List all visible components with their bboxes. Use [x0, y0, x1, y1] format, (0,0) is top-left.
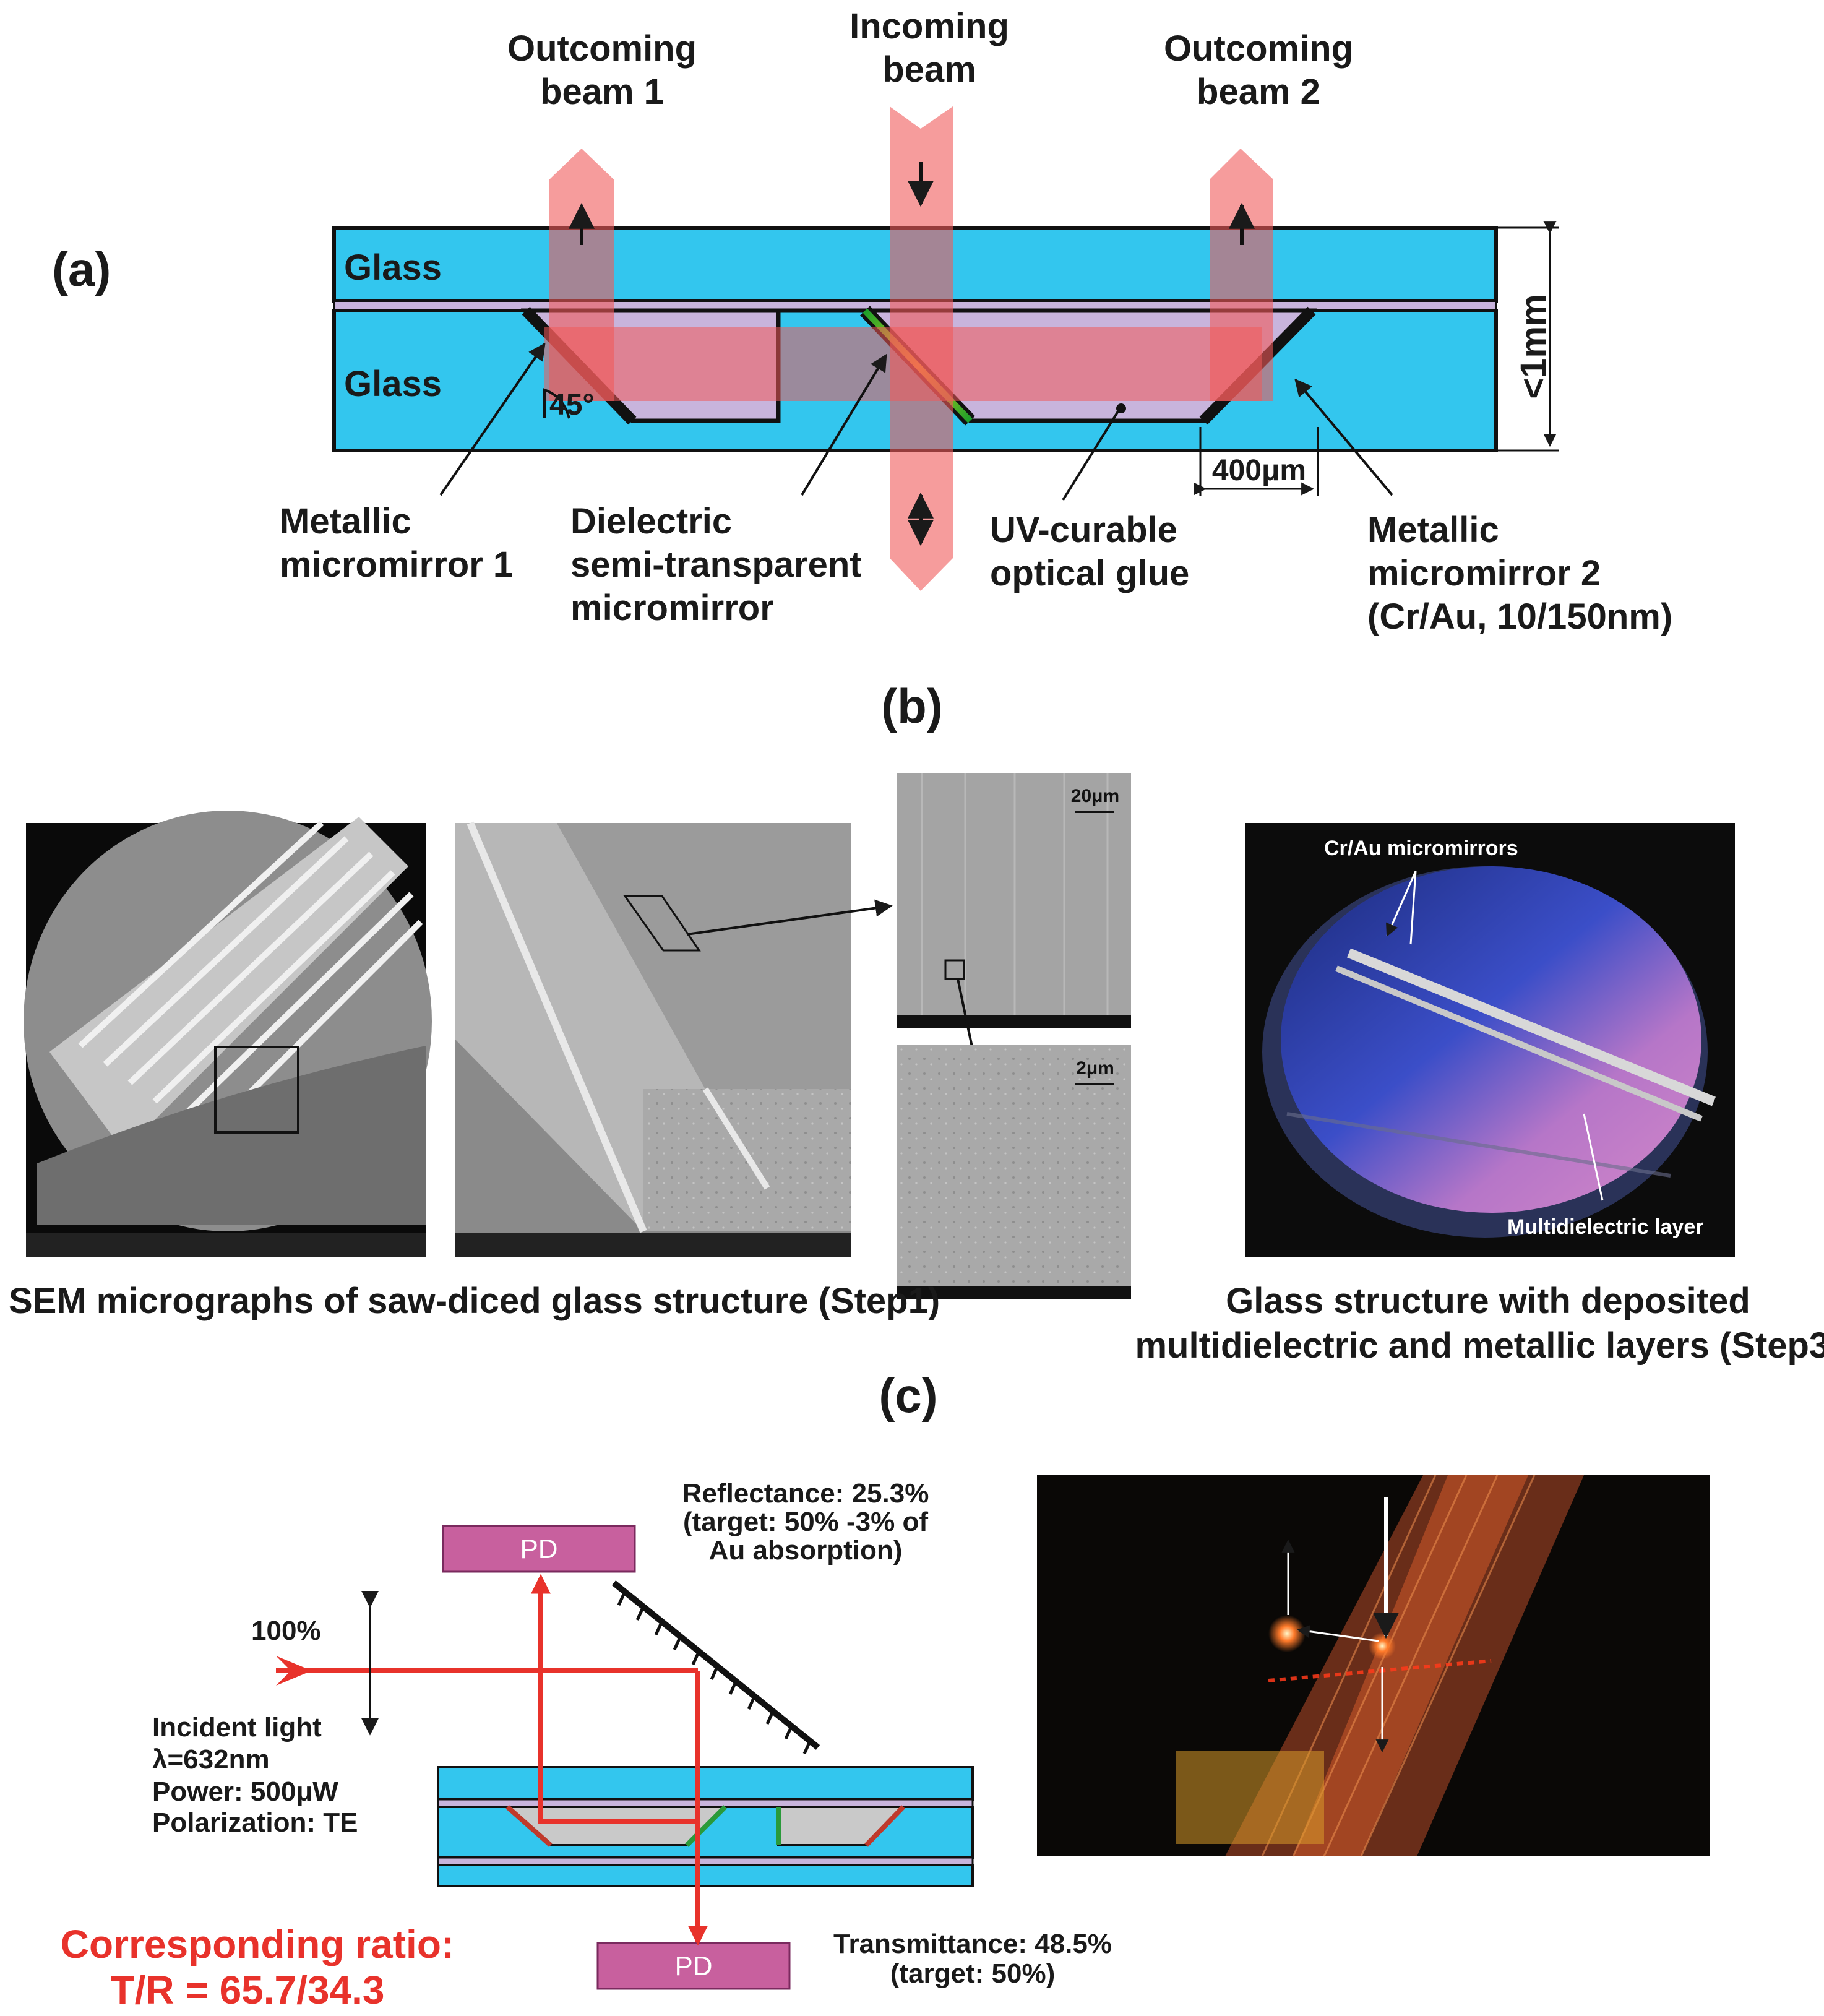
- glue-point: [1116, 403, 1126, 413]
- pd-bottom-label: PD: [674, 1951, 712, 1981]
- incoming-beam-line-2: beam: [882, 50, 976, 90]
- reflectance-line-2: (target: 50% -3% of: [683, 1507, 928, 1537]
- sem-image-2: [455, 821, 893, 1257]
- pointer-dielectric: [801, 353, 887, 496]
- polarizer-hatching: [617, 1590, 812, 1755]
- metallic-mirror-2-line-3: (Cr/Au, 10/150nm): [1367, 597, 1672, 637]
- photo-pointer-3: [1583, 1113, 1604, 1201]
- metallic-mirror-2-line-2: micromirror 2: [1367, 553, 1601, 593]
- photodetector-top: [442, 1525, 636, 1573]
- incoming-beam-line-1: Incoming: [850, 6, 1009, 46]
- ratio-line-1: Corresponding ratio:: [61, 1922, 454, 1966]
- pointer-glue: [1062, 407, 1121, 501]
- metallic-mirror-1-line-2: micromirror 1: [280, 545, 513, 585]
- panel-a: (a) Glass Glass Outcom: [52, 6, 1672, 637]
- incident-line-1: Incident light: [152, 1712, 322, 1742]
- angle-label: 45°: [549, 389, 595, 421]
- glue-line-2: optical glue: [990, 553, 1189, 593]
- incident-line-4: Polarization: TE: [152, 1807, 358, 1838]
- light-paths: [276, 1574, 708, 1946]
- panel-b-label: (b): [881, 679, 943, 733]
- panel-c-label: (c): [879, 1368, 937, 1423]
- sem-zoom-arrow: [686, 899, 893, 936]
- pointer-mirror-1: [439, 342, 546, 496]
- photo-pointer-2: [1409, 871, 1417, 945]
- experiment-photo: [1037, 1475, 1710, 1857]
- dielectric-line-2: semi-transparent: [570, 545, 862, 585]
- photodetector-bottom: [596, 1942, 791, 1990]
- width-label: 400μm: [1212, 454, 1306, 487]
- incoming-beam: [890, 106, 953, 591]
- photo-caption-line-1: Glass structure with deposited: [1226, 1281, 1750, 1321]
- reflectance-line-3: Au absorption): [709, 1535, 903, 1566]
- sem-zoom-20um: 20μm: [897, 773, 1131, 1028]
- polarizer-plate: [611, 1580, 820, 1750]
- transmittance-line-2: (target: 50%): [890, 1958, 1056, 1989]
- sem-caption: SEM micrographs of saw-diced glass struc…: [9, 1281, 940, 1321]
- incident-beam-arrowhead: [276, 1656, 312, 1686]
- scale-2um-label: 2μm: [1076, 1058, 1114, 1079]
- outcoming-beam-2-line-1: Outcoming: [1164, 28, 1353, 69]
- glue-line-1: UV-curable: [990, 510, 1177, 550]
- outcoming-beam-2: [1210, 149, 1273, 401]
- device-cross-section: [437, 1766, 974, 1887]
- wafer-photo: Cr/Au micromirrors Multidielectric layer: [1245, 823, 1735, 1257]
- sem-zoom-2um: 2μm: [897, 1045, 1131, 1299]
- metallic-mirror-2-line-1: Metallic: [1367, 510, 1499, 550]
- incident-line-3: Power: 500μW: [152, 1777, 338, 1807]
- transmittance-line-1: Transmittance: 48.5%: [833, 1929, 1112, 1959]
- panel-c: (c) PD PD: [61, 1368, 1710, 2012]
- sem-2-zoom-box: [623, 895, 701, 952]
- input-percent: 100%: [251, 1616, 321, 1646]
- outcoming-beam-1-line-1: Outcoming: [507, 28, 697, 69]
- ratio-line-2: T/R = 65.7/34.3: [111, 1968, 385, 2012]
- photo-label-top: Cr/Au micromirrors: [1324, 837, 1518, 860]
- photo-label-bottom: Multidielectric layer: [1507, 1215, 1703, 1239]
- photo-caption-line-2: multidielectric and metallic layers (Ste…: [1135, 1325, 1824, 1366]
- panel-a-label: (a): [52, 242, 111, 296]
- glass-top-label: Glass: [344, 248, 442, 288]
- dielectric-line-1: Dielectric: [570, 501, 732, 541]
- outcoming-beam-2-line-2: beam 2: [1197, 72, 1320, 112]
- dielectric-line-3: micromirror: [570, 588, 774, 628]
- reflected-beam-path: [531, 1574, 698, 1824]
- scale-20um-label: 20μm: [1071, 786, 1119, 806]
- sem-image-1: [24, 811, 432, 1257]
- metallic-mirror-1-line-1: Metallic: [280, 501, 411, 541]
- photo-pointer-1: [1386, 871, 1417, 937]
- outcoming-beam-1: [549, 149, 614, 401]
- incident-line-2: λ=632nm: [152, 1744, 270, 1775]
- reflectance-line-1: Reflectance: 25.3%: [682, 1478, 929, 1509]
- pd-top-label: PD: [520, 1534, 557, 1564]
- pointer-mirror-2: [1294, 378, 1393, 496]
- outcoming-beam-1-line-2: beam 1: [540, 72, 664, 112]
- sem-1-zoom-box: [214, 1046, 299, 1134]
- panel-b: (b): [9, 679, 1824, 1366]
- glass-bottom-label: Glass: [344, 364, 442, 404]
- angle-arc: [543, 388, 570, 419]
- thickness-label: <1mm: [1513, 294, 1554, 398]
